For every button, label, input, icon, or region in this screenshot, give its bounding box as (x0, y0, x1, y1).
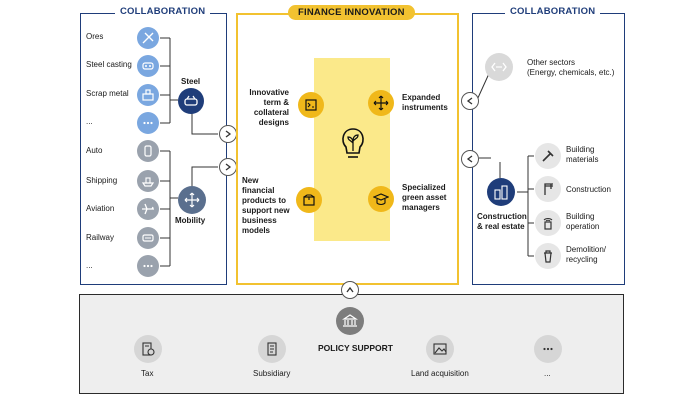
more-label: ... (544, 369, 551, 378)
steel-hub-car-icon (178, 88, 204, 114)
land-image-icon (426, 335, 454, 363)
collaboration-left-title: COLLABORATION (115, 6, 211, 17)
railway-icon (137, 227, 159, 249)
item-steel-casting-label: Steel casting (86, 60, 132, 69)
tax-icon (134, 335, 162, 363)
chevron-right-icon (219, 158, 237, 176)
finance-innovation-title: FINANCE INNOVATION (288, 5, 415, 20)
other-sectors-icon (485, 53, 513, 81)
item-more-top-label: ... (86, 117, 93, 126)
chevron-left-icon (461, 92, 479, 110)
more-ellipsis-icon (534, 335, 562, 363)
chevron-up-icon (341, 281, 359, 299)
subsidiary-label: Subsidiary (253, 369, 291, 378)
trash-bin-icon (535, 243, 561, 269)
item-ores-label: Ores (86, 32, 104, 41)
construction-label: Construction (566, 185, 611, 194)
demolition-recycling-label: Demolition/recycling (566, 245, 607, 264)
mobility-hub-icon (178, 186, 206, 214)
more-ellipsis-icon (137, 255, 159, 277)
steel-casting-icon (137, 55, 159, 77)
item-scrap-metal-label: Scrap metal (86, 89, 129, 98)
shipping-icon (137, 170, 159, 192)
construction-hub-label: Construction& real estate (477, 212, 527, 231)
finance-innovation-panel: FINANCE INNOVATION (236, 5, 459, 285)
collaboration-right-panel: COLLABORATION (472, 6, 625, 285)
crane-icon (535, 176, 561, 202)
item-auto-label: Auto (86, 146, 103, 155)
auto-icon (137, 140, 159, 162)
tax-label: Tax (141, 369, 154, 378)
graduation-cap-icon (368, 186, 394, 212)
subsidiary-document-icon (258, 335, 286, 363)
collaboration-left-panel: COLLABORATION (80, 6, 227, 285)
item-more-bottom-label: ... (86, 261, 93, 270)
lightbulb-icon (336, 128, 370, 162)
item-railway-label: Railway (86, 233, 115, 242)
scrap-metal-icon (137, 84, 159, 106)
policy-support-title: POLICY SUPPORT (318, 343, 393, 353)
construction-hub-icon (487, 178, 515, 206)
other-sectors-label: Other sectors(Energy, chemicals, etc.) (527, 58, 615, 77)
chevron-left-icon (461, 150, 479, 168)
document-icon (298, 92, 324, 118)
more-ellipsis-icon (137, 112, 159, 134)
land-acquisition-label: Land acquisition (411, 369, 469, 378)
steel-hub-label: Steel (181, 77, 201, 86)
building-operation-icon (535, 210, 561, 236)
expand-arrows-icon (368, 90, 394, 116)
box-icon (296, 187, 322, 213)
ores-icon (137, 27, 159, 49)
item-aviation-label: Aviation (86, 204, 115, 213)
mobility-hub-label: Mobility (175, 216, 206, 225)
hammer-icon (535, 143, 561, 169)
government-building-icon (336, 307, 364, 335)
item-shipping-label: Shipping (86, 176, 118, 185)
chevron-right-icon (219, 125, 237, 143)
collaboration-right-title: COLLABORATION (505, 6, 601, 17)
aviation-icon (137, 198, 159, 220)
